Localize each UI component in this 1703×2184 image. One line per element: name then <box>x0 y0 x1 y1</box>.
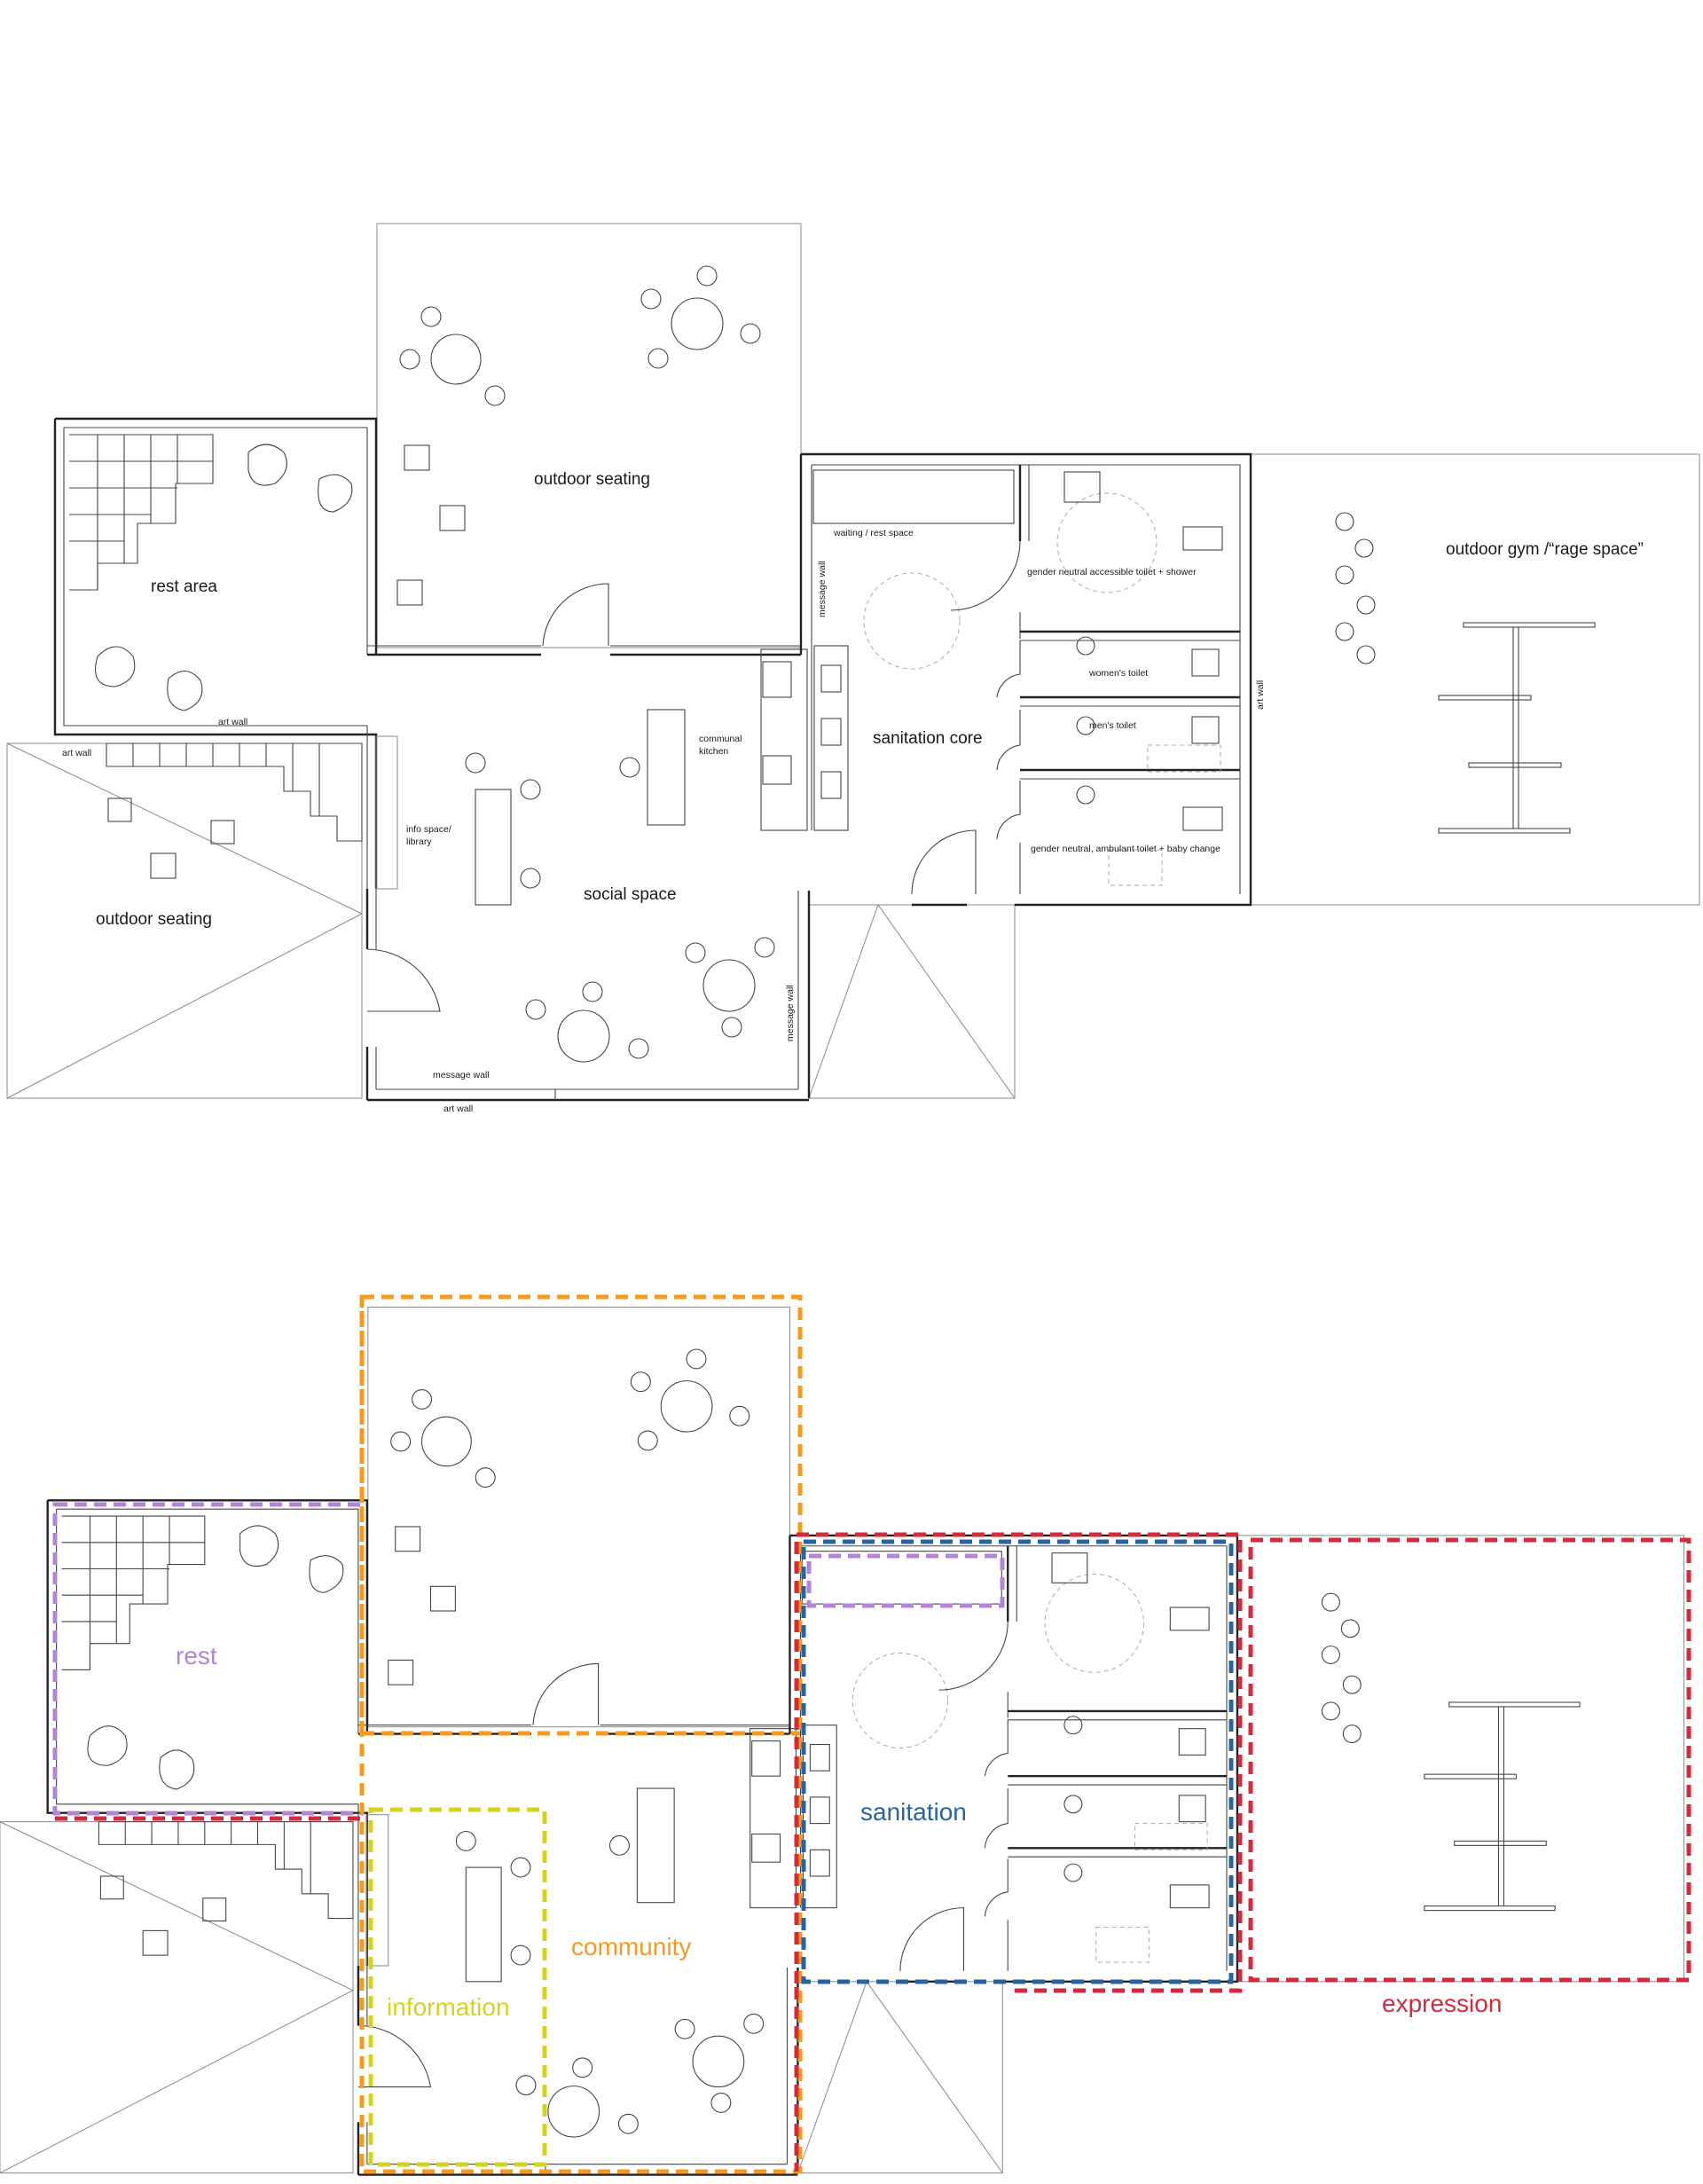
label-art-wall-east: art wall <box>1255 680 1266 710</box>
zone-label-expression: expression <box>1382 1990 1502 2017</box>
zone-expression-outline-gym <box>1248 1537 1691 1983</box>
label-ambulant-toilet: gender neutral, ambulant toilet + baby c… <box>1031 844 1220 854</box>
label-sanitation-core: sanitation core <box>873 729 983 748</box>
label-social-space: social space <box>584 885 677 904</box>
label-info-space-2: library <box>406 837 432 847</box>
zone-sanitation-outline <box>801 1539 1234 1984</box>
label-art-wall-outer: art wall <box>62 748 91 758</box>
zone-label-rest: rest <box>176 1642 217 1669</box>
label-communal-kitchen-2: kitchen <box>699 746 728 757</box>
zone-expression-outline-core <box>794 1532 1243 2172</box>
label-message-wall-core: message wall <box>817 561 828 617</box>
zone-outlines <box>52 1294 1691 2174</box>
label-message-wall-east: message wall <box>785 985 796 1041</box>
label-communal-kitchen-1: communal <box>699 734 742 744</box>
label-message-wall-south: message wall <box>433 1070 490 1080</box>
label-accessible-toilet: gender neutral accessible toilet + showe… <box>1027 567 1197 577</box>
label-outdoor-seating-west: outdoor seating <box>96 910 212 929</box>
plan-top: outdoor seating rest area outdoor seatin… <box>5 222 1701 1114</box>
label-art-wall-inner: art wall <box>218 717 247 727</box>
zone-label-community: community <box>571 1933 691 1960</box>
zone-information-outline <box>368 1807 547 2167</box>
label-womens-toilet: women's toilet <box>1088 668 1148 679</box>
label-outdoor-gym: outdoor gym /“rage space” <box>1446 540 1644 559</box>
label-waiting-rest: waiting / rest space <box>833 528 914 538</box>
zone-rest-bench-outline <box>806 1553 1005 1608</box>
label-mens-toilet: men's toilet <box>1089 720 1136 731</box>
zone-label-information: information <box>387 1993 510 2021</box>
label-outdoor-seating-north: outdoor seating <box>534 470 650 489</box>
label-rest-area: rest area <box>151 577 217 596</box>
zone-community-outline <box>359 1294 803 2174</box>
plan-bottom <box>0 1306 1685 2176</box>
zone-label-sanitation: sanitation <box>860 1798 967 1826</box>
label-info-space-1: info space/ <box>406 824 451 835</box>
label-art-wall-south: art wall <box>443 1104 473 1114</box>
